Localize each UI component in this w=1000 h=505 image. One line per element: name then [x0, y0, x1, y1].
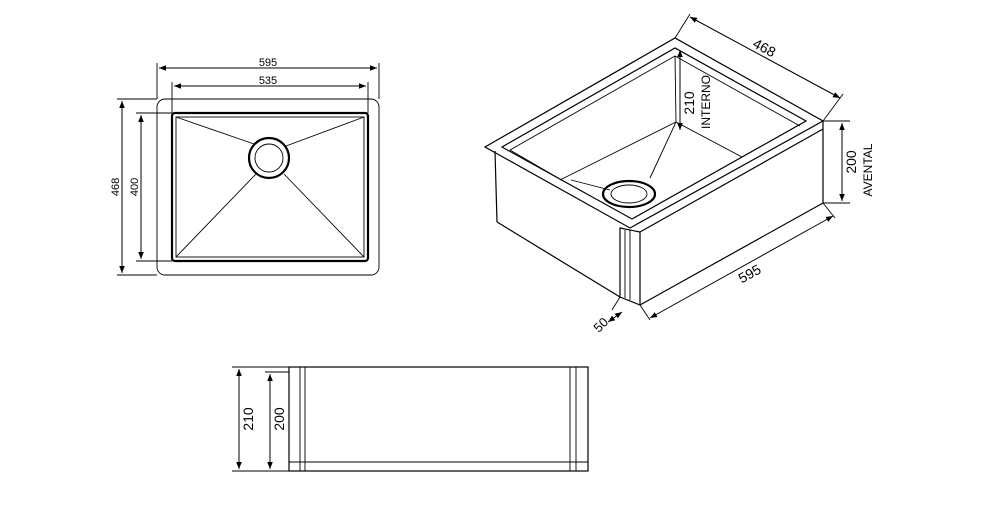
front-outline — [288, 366, 589, 472]
slope-line — [285, 116, 365, 147]
apron-bottom — [639, 202, 824, 306]
drain-outer — [247, 136, 291, 180]
dim-front-total-label: 210 — [240, 407, 256, 431]
drain-outer — [601, 179, 657, 209]
dim-front-apron-label: 200 — [271, 407, 287, 431]
slope-line — [570, 179, 611, 191]
dim-iso-length — [649, 215, 834, 319]
dim-iso-depth-label: 468 — [750, 35, 778, 60]
dim-iso-apron-label: 200 — [843, 150, 859, 174]
top-view: 595 535 468 400 — [110, 57, 380, 276]
apron-top — [639, 128, 824, 233]
bowl-bottom-edge — [559, 121, 743, 181]
front-view: 210 200 — [232, 366, 589, 472]
drain-inner — [610, 184, 648, 204]
left-wall-edge — [494, 150, 498, 223]
slope-line — [175, 116, 255, 145]
dim-depth-outer-label: 468 — [110, 178, 122, 196]
iso-view: 468 210 INTERNO 200 AVENTAL 595 50 — [483, 13, 875, 335]
rim-top-inner — [500, 47, 808, 220]
dim-iso-apron-caption: AVENTAL — [861, 143, 875, 196]
rim-outline — [156, 98, 380, 276]
dim-iso-length-label: 595 — [735, 261, 763, 286]
slope-line — [175, 173, 257, 258]
bowl-outline — [170, 111, 370, 263]
dim-depth-inner-label: 400 — [129, 178, 141, 196]
bowl-left-edge — [509, 149, 566, 183]
drain-inner — [254, 143, 284, 173]
slope-line — [283, 173, 365, 258]
left-wall-bottom — [496, 221, 621, 298]
slope-line — [649, 121, 677, 179]
dim-iso-internal-caption: INTERNO — [699, 75, 713, 129]
dim-iso-apron-offset-label: 50 — [590, 314, 611, 335]
dim-width-inner-label: 535 — [259, 75, 277, 87]
dim-iso-internal-height-label: 210 — [681, 91, 697, 115]
dim-width-outer-label: 595 — [259, 57, 277, 69]
bowl-inner-outline — [175, 116, 365, 258]
bowl-top-edge — [509, 55, 801, 151]
dim-iso-depth — [689, 16, 841, 99]
bowl-back-corner — [674, 55, 677, 123]
dim-iso-apron-offset — [607, 311, 623, 323]
